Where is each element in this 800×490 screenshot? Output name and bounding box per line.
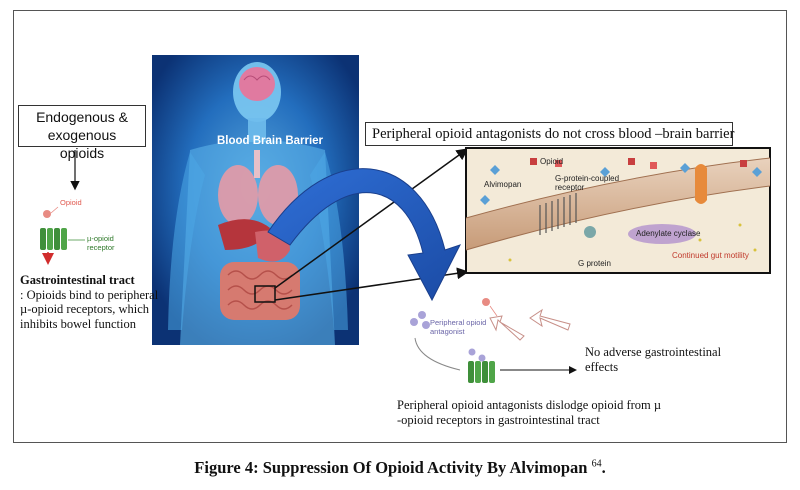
no-adverse-effects-text: No adverse gastrointestinal effects [585, 345, 722, 374]
g-protein-label: G protein [578, 259, 611, 268]
alvimopan-label: Alvimopan [484, 180, 522, 189]
gpcr-label: G-protein-coupled receptor [555, 174, 620, 192]
zoom-line-top [274, 148, 469, 289]
gi-title: Gastrointestinal tract [20, 273, 135, 287]
intestine-focus-box [254, 285, 276, 303]
opioids-box: Endogenous & exogenous opioids [18, 105, 146, 161]
gi-description: Gastrointestinal tract : Opioids bind to… [20, 273, 170, 331]
antagonist-header-box: Peripheral opioid antagonists do not cro… [365, 122, 735, 146]
opioid-label-left: Opioid [60, 198, 82, 207]
big-curved-arrow [267, 168, 461, 302]
dislodge-text: Peripheral opioid antagonists dislodge o… [397, 398, 662, 427]
membrane-opioid-label: Opioid [540, 157, 564, 166]
adenylate-cyclase-label: Adenylate cyclase [636, 229, 701, 238]
mu-receptor-label-left: µ-opioid receptor [87, 234, 115, 252]
peripheral-antagonist-label: Peripheral opioid antagonist [430, 318, 487, 336]
gut-motility-label: Continued gut motility [672, 251, 749, 260]
antagonist-header-text: Peripheral opioid antagonists do not cro… [372, 126, 735, 142]
figure-caption: Figure 4: Suppression Of Opioid Activity… [0, 458, 800, 478]
membrane-panel [465, 147, 771, 274]
figure-frame [13, 10, 787, 443]
blood-brain-barrier-label: Blood Brain Barrier [216, 135, 324, 147]
gi-text: : Opioids bind to peripheral µ-opioid re… [20, 287, 159, 331]
caption-end: . [601, 458, 606, 477]
mu-receptor-icon-left [40, 228, 67, 265]
lower-mechanism [410, 298, 577, 383]
opioid-molecule-left [43, 210, 51, 218]
caption-ref: 64 [591, 458, 602, 470]
opioids-box-text: Endogenous & exogenous opioids [36, 109, 128, 161]
caption-text: Figure 4: Suppression Of Opioid Activity… [194, 458, 592, 477]
